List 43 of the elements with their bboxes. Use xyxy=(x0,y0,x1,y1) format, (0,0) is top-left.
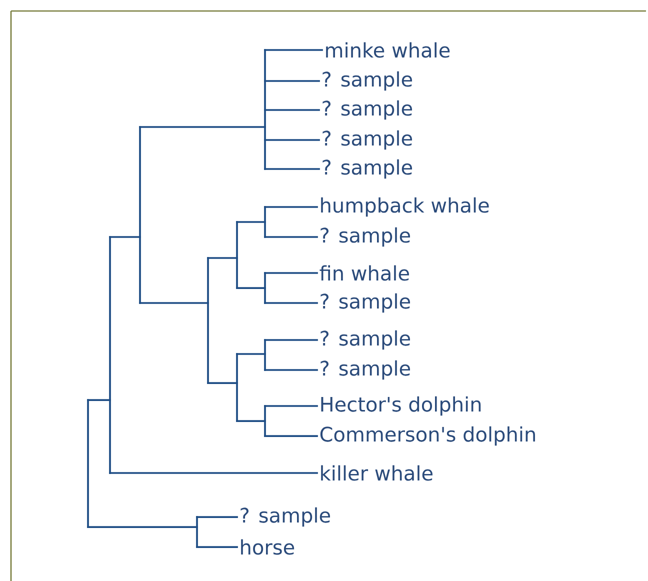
branch-line xyxy=(87,399,111,401)
taxon-label: humpback whale xyxy=(321,197,489,217)
taxon-label: ? sample xyxy=(240,507,330,527)
taxon-label: fin whale xyxy=(320,265,409,281)
taxon-label: ? sample xyxy=(320,330,410,350)
branch-line xyxy=(139,126,266,128)
taxon-label: ? sample xyxy=(322,71,412,91)
branch-line xyxy=(207,382,238,384)
branch-line xyxy=(236,420,266,422)
branch-line xyxy=(196,546,238,548)
branch-line xyxy=(264,272,318,274)
branch-line xyxy=(264,302,318,304)
taxon-label: horse xyxy=(241,539,294,555)
taxon-label: ? sample xyxy=(320,360,410,380)
branch-line xyxy=(264,206,318,208)
branch-line xyxy=(264,139,320,141)
branch-line xyxy=(236,221,266,223)
branch-line xyxy=(264,168,320,170)
branch-line xyxy=(264,435,318,437)
branch-line xyxy=(264,109,320,111)
taxon-label: ? sample xyxy=(320,293,410,313)
branch-line xyxy=(236,353,266,355)
branch-line xyxy=(87,526,198,528)
taxon-label: ? sample xyxy=(322,100,412,120)
branch-line xyxy=(264,369,318,371)
branch-line xyxy=(264,49,323,51)
taxon-label: minke whale xyxy=(326,42,450,58)
branch-line xyxy=(264,339,318,341)
taxon-label: Commerson's dolphin xyxy=(320,426,535,446)
branch-line xyxy=(109,236,141,238)
taxon-label: ? sample xyxy=(322,159,412,179)
taxon-label: killer whale xyxy=(321,465,432,481)
taxon-label: ? sample xyxy=(322,130,412,150)
branch-line xyxy=(264,405,318,407)
branch-line xyxy=(109,472,318,474)
branch-line xyxy=(236,287,266,289)
taxon-label: ? sample xyxy=(320,227,410,247)
taxon-label: Hector's dolphin xyxy=(321,396,481,416)
branch-line xyxy=(139,302,209,304)
branch-line xyxy=(196,516,238,518)
branch-line xyxy=(264,80,320,82)
branch-line xyxy=(264,236,318,238)
branch-line xyxy=(207,257,238,259)
